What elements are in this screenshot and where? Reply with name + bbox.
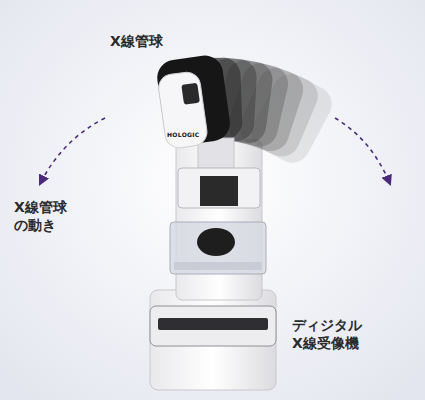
motion-arrow [335,118,390,184]
paddle-rail [174,262,262,270]
detector [150,306,276,346]
motion-arrow [40,118,105,184]
brand-name: HOLOGIC [167,131,200,138]
shield-window [200,176,238,206]
part-label: X線管球 [110,32,163,50]
base [150,290,276,390]
motion-label: X線管球 の動き [14,198,78,234]
part-label: ディジタル X線受像機 [292,316,368,352]
face-shield [178,168,260,208]
compression-paddle [170,222,266,274]
paddle-knob [197,228,235,256]
detector-bar [158,318,268,330]
x-ray-tube [155,53,233,149]
